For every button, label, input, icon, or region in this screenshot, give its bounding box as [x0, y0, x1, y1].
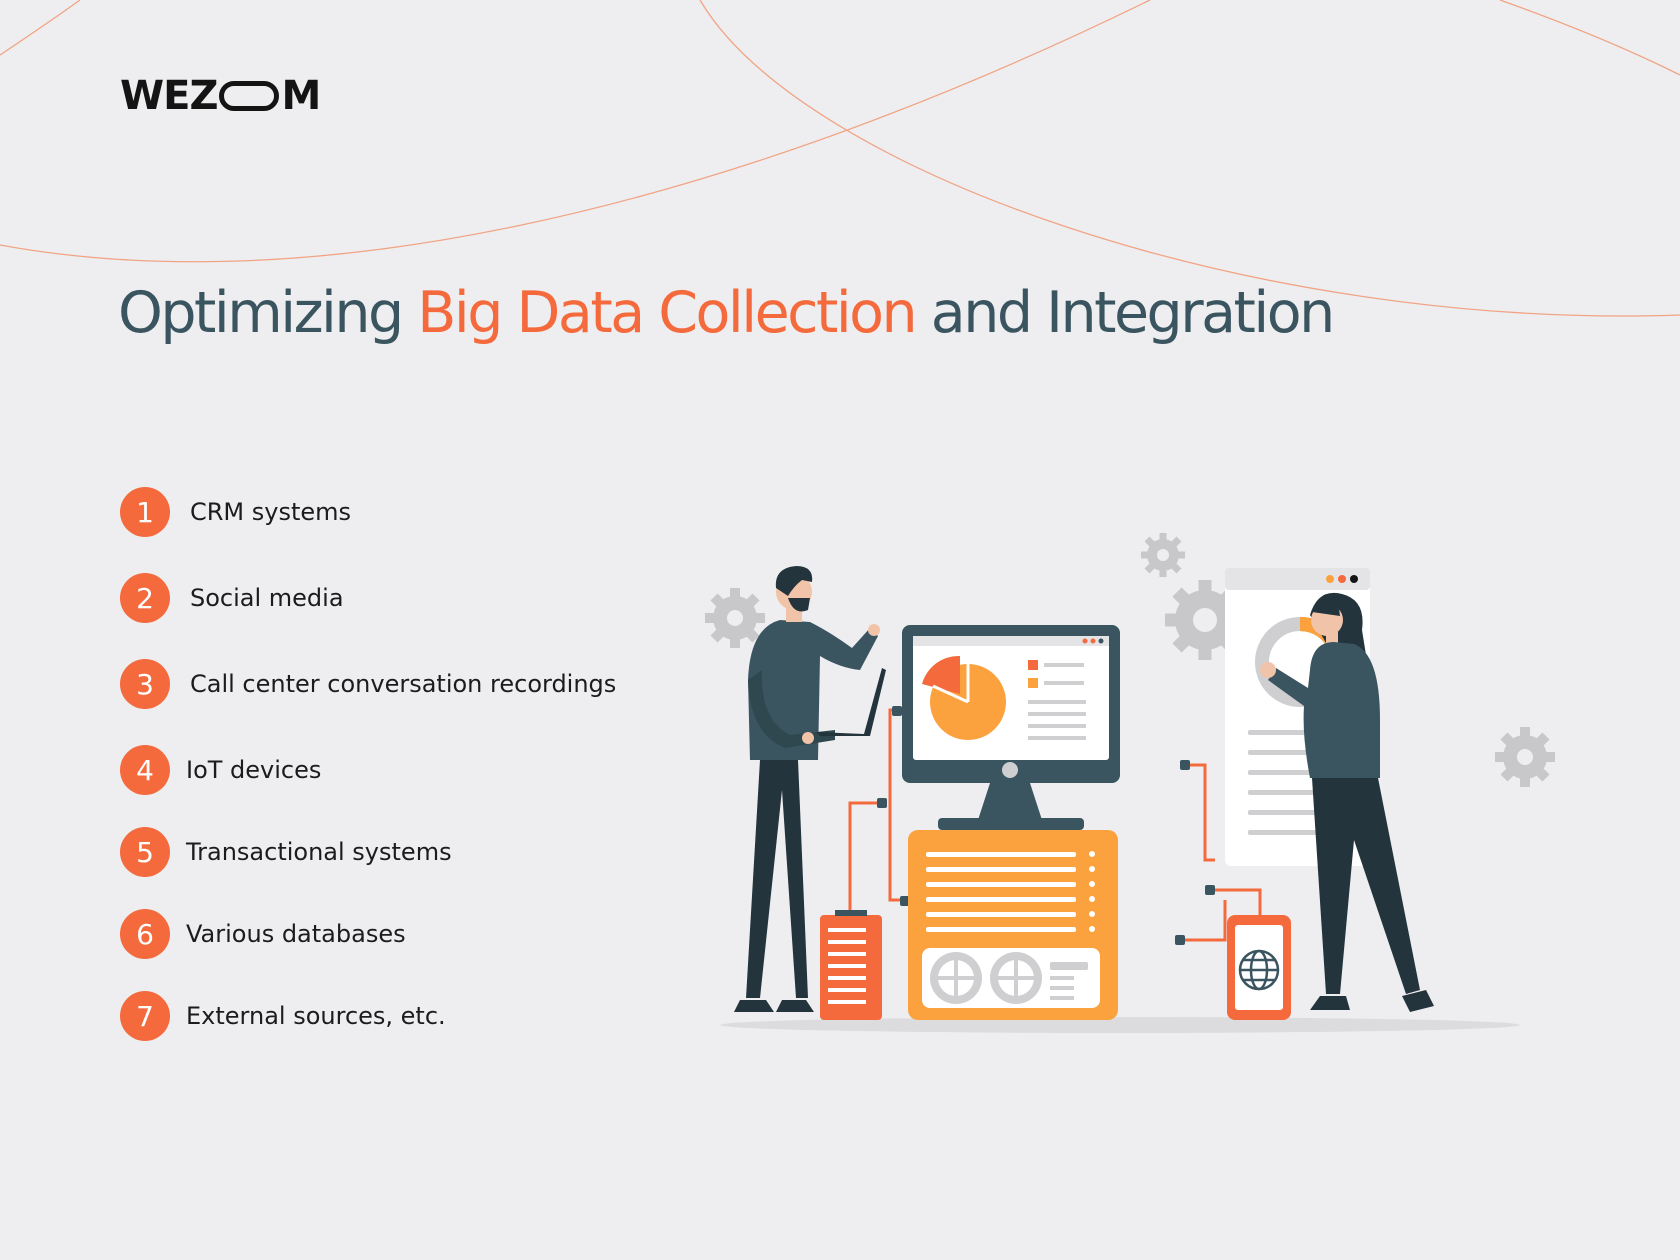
list-item: 4 IoT devices: [120, 745, 321, 795]
list-item-label: CRM systems: [190, 498, 352, 526]
list-item-label: External sources, etc.: [186, 1002, 446, 1030]
list-number-badge: 7: [120, 991, 170, 1041]
list-item-label: Transactional systems: [186, 838, 452, 866]
title-part-2: and Integration: [915, 280, 1335, 346]
list-item: 1 CRM systems: [120, 487, 351, 537]
list-number-badge: 4: [120, 745, 170, 795]
list-item: 6 Various databases: [120, 909, 406, 959]
list-number-badge: 6: [120, 909, 170, 959]
globe-icon: [1238, 949, 1280, 991]
list-number-badge: 5: [120, 827, 170, 877]
list-item-label: Social media: [190, 584, 344, 612]
list-item: 2 Social media: [120, 573, 344, 623]
title-accent: Big Data Collection: [417, 280, 917, 346]
page-title: Optimizing Big Data Collection and Integ…: [118, 280, 1335, 346]
list-item: 3 Call center conversation recordings: [120, 659, 616, 709]
server-icon: [820, 910, 882, 1020]
server-icon: [908, 830, 1118, 1020]
title-part-1: Optimizing: [118, 280, 418, 346]
list-number-badge: 2: [120, 573, 170, 623]
logo-text-right: M: [281, 73, 321, 119]
phone: [1227, 915, 1291, 1020]
floor-shadow: [720, 1017, 1520, 1033]
man-figure: [734, 566, 886, 1012]
data-integration-illustration: [705, 533, 1555, 1033]
list-item: 5 Transactional systems: [120, 827, 452, 877]
gear-icon: [1495, 727, 1555, 787]
list-item-label: Various databases: [186, 920, 406, 948]
monitor: [902, 625, 1120, 830]
woman-figure: [1260, 592, 1434, 1012]
brand-logo: WEZ M: [120, 72, 321, 120]
logo-text-left: WEZ: [120, 73, 218, 119]
gear-icon: [1165, 580, 1245, 660]
list-number-badge: 1: [120, 487, 170, 537]
list-item-label: Call center conversation recordings: [190, 670, 617, 698]
pie-chart-icon: [922, 655, 1006, 740]
gear-icon: [1141, 533, 1185, 577]
list-number-badge: 3: [120, 659, 170, 709]
gear-icon: [705, 588, 765, 648]
logo-ring-icon: [219, 81, 280, 111]
list-item-label: IoT devices: [186, 756, 322, 784]
list-item: 7 External sources, etc.: [120, 991, 446, 1041]
